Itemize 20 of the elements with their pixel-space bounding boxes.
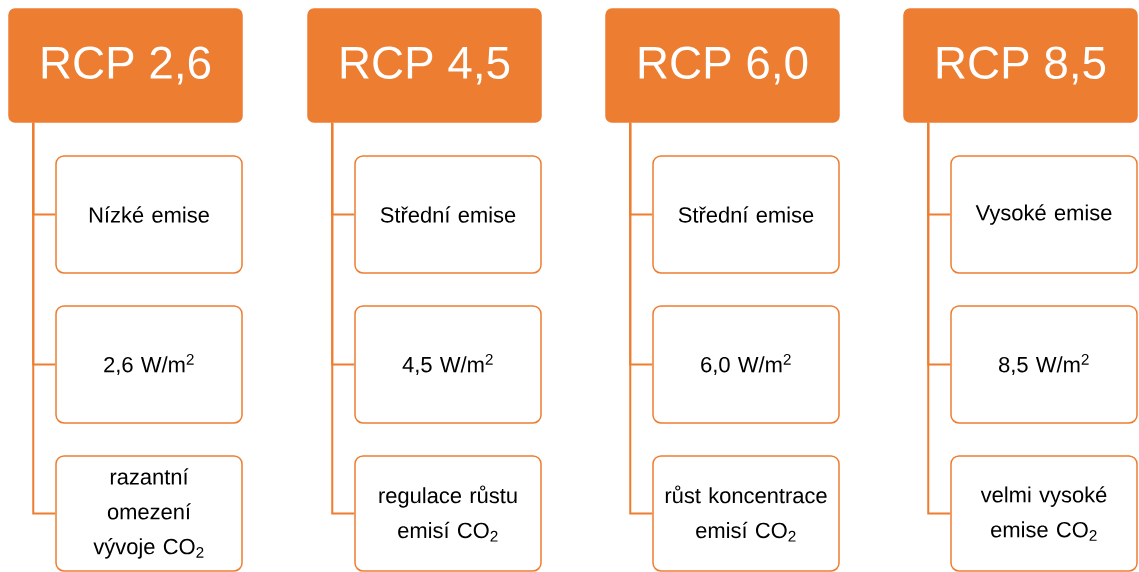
header-box: RCP 2,6 [8,8,243,123]
text-box: 8,5 W/m$^{2}$ [950,305,1138,424]
header-box: RCP 6,0 [605,8,840,123]
text-box: velmi vysoké emise CO$_{2}$ [950,455,1138,572]
text-box: růst koncentrace emisí CO$_{2}$ [652,455,840,572]
header-box: RCP 8,5 [903,8,1138,123]
text-box: 2,6 W/m$^{2}$ [55,305,243,424]
connector-line [32,121,57,515]
text-box: Střední emise [652,155,840,274]
connector-line [927,121,952,515]
connector-line [331,121,356,515]
text-box: 6,0 W/m$^{2}$ [652,305,840,424]
text-box: Vysoké emise [950,155,1138,274]
text-box: Střední emise [354,155,542,274]
text-box: razantní omezení vývoje CO$_{2}$ [55,455,243,572]
connector-line [629,121,654,515]
text-box: 4,5 W/m$^{2}$ [354,305,542,424]
header-box: RCP 4,5 [307,8,542,123]
text-box: Nízké emise [55,155,243,274]
text-box: regulace růstu emisí CO$_{2}$ [354,455,542,572]
